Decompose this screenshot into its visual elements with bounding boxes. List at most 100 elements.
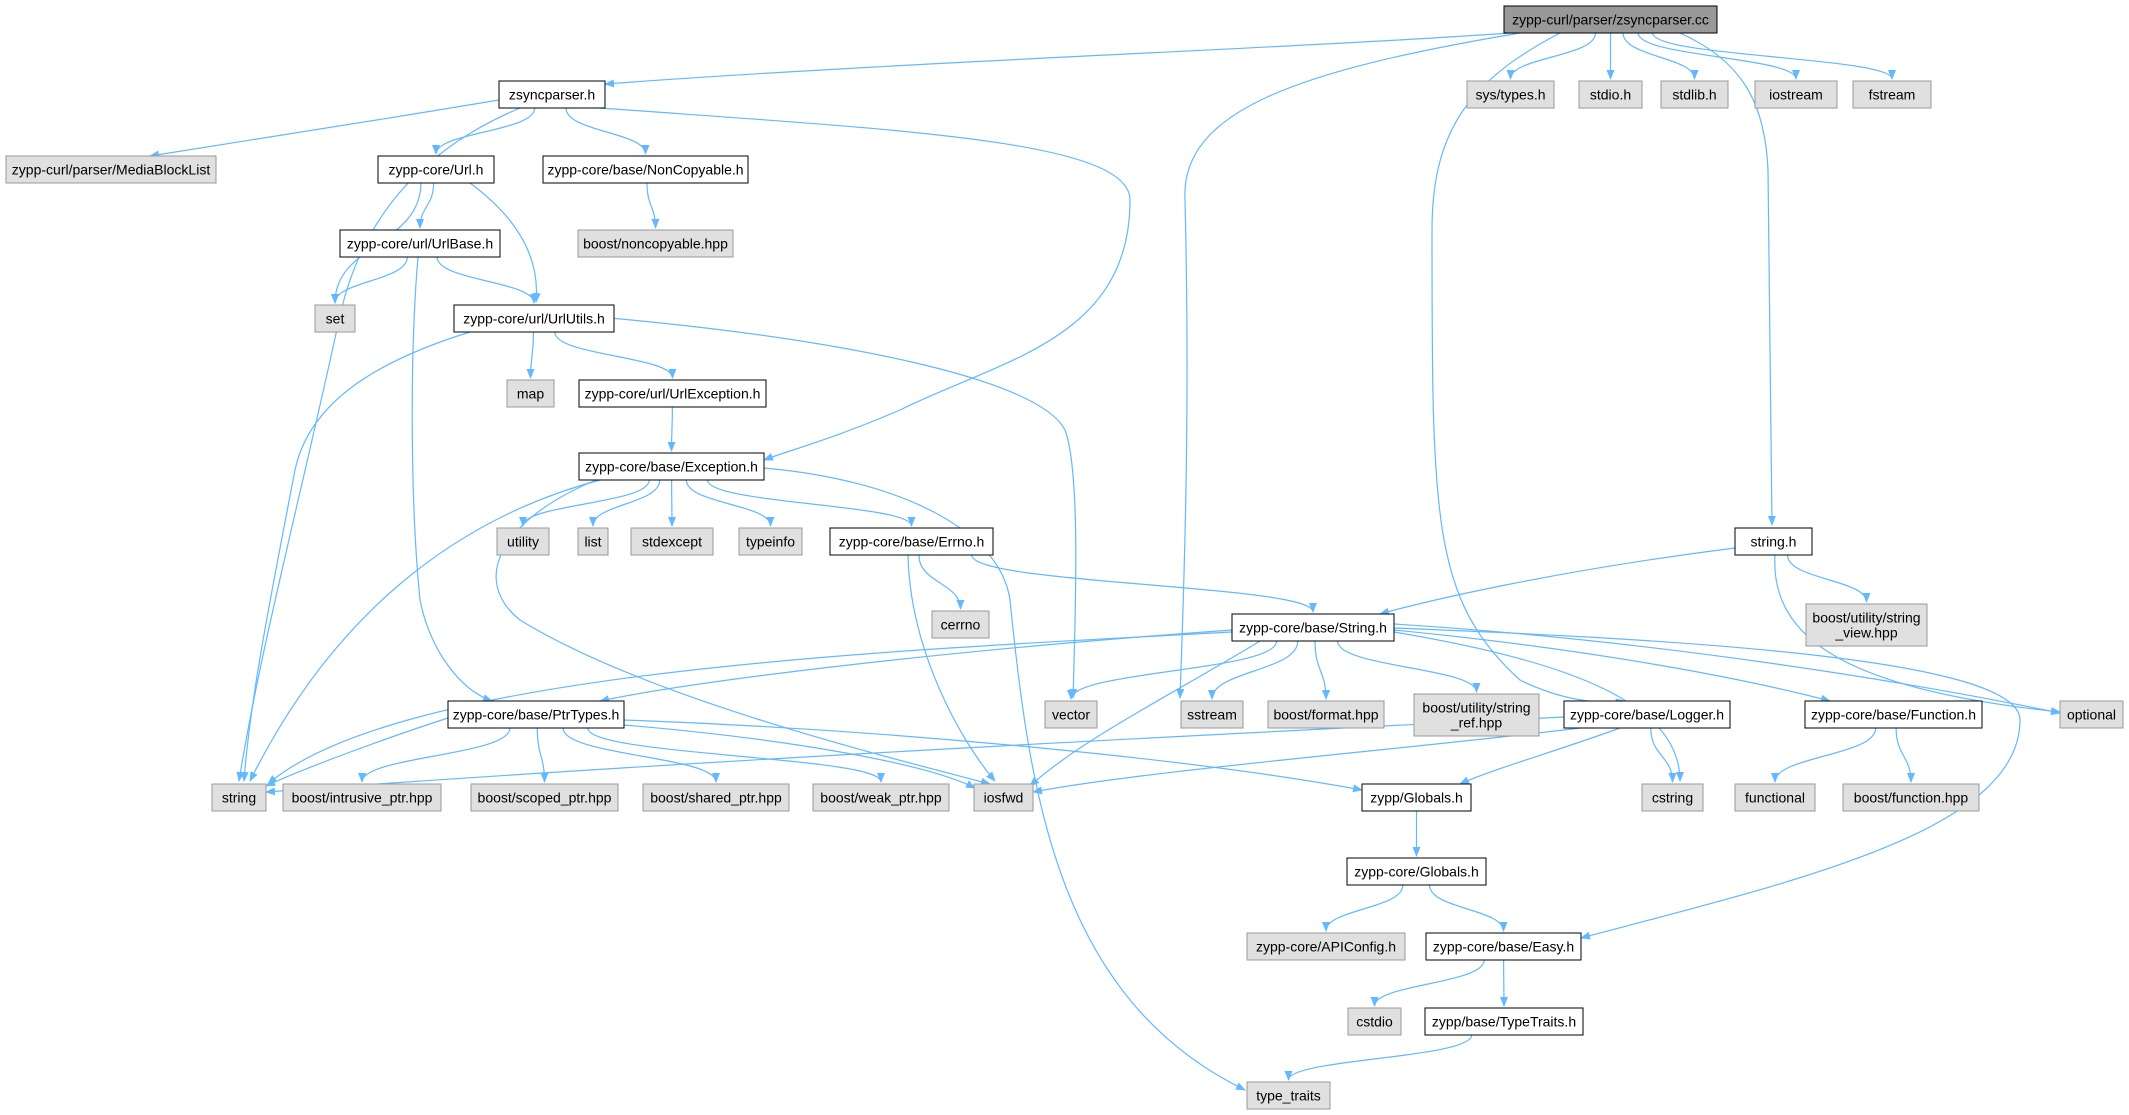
node-box (630, 527, 714, 556)
node-label: zypp-core/base/Errno.h (839, 534, 985, 550)
node-label: fstream (1869, 87, 1916, 103)
node-label: zypp-core/base/PtrTypes.h (453, 707, 620, 723)
node-iostream: iostream (1754, 80, 1838, 109)
edge-exception_h-to-utility (519, 479, 650, 527)
edge-exception_h-to-string (249, 479, 601, 782)
node-boost-string-ref: boost/utility/string_ref.hpp (1413, 693, 1540, 737)
node-label: stdio.h (1590, 87, 1631, 103)
node-sstream: sstream (1180, 700, 1244, 729)
nodes-layer: zypp-curl/parser/zsyncparser.cc zsyncpars… (5, 5, 2124, 1110)
node-label: zypp-core/base/Logger.h (1570, 707, 1724, 723)
node-box (1852, 80, 1932, 109)
node-label: zypp-core/url/UrlException.h (585, 386, 761, 402)
edge-zsyncparser_cc-to-sys_types_h (1506, 32, 1597, 80)
node-stdio-h: stdio.h (1578, 80, 1643, 109)
node-box (1346, 857, 1487, 886)
edge-zsyncparser_cc-to-iostream (1637, 32, 1800, 80)
node-zsyncparser-h[interactable]: zsyncparser.h (498, 80, 606, 109)
edge-urlutils_h-to-string (240, 331, 471, 782)
node-box (447, 700, 625, 729)
edge-exception_h-to-type_traits (763, 467, 1246, 1091)
node-box (542, 155, 749, 184)
edge-zsyncparser_cc-to-vector (1176, 32, 1521, 699)
edge-logger_h-to-string (265, 716, 1565, 796)
node-box (453, 304, 615, 333)
node-label: boost/shared_ptr.hpp (650, 790, 782, 806)
node-cerrno: cerrno (931, 610, 990, 639)
edge-function_h-to-functional (1771, 727, 1877, 783)
node-box (1503, 5, 1718, 34)
node-label: boost/weak_ptr.hpp (820, 790, 942, 806)
node-box (496, 527, 550, 556)
edge-string_h-to-boost_string_view (1786, 554, 1871, 603)
node-box (1641, 783, 1704, 812)
edge-base_string_h-to-function_h (1393, 629, 1831, 703)
node-box (973, 783, 1034, 812)
node-box (1578, 80, 1643, 109)
node-label: string.h (1751, 534, 1797, 550)
node-label: zypp-core/url/UrlBase.h (347, 236, 493, 252)
node-easy-h[interactable]: zypp-core/base/Easy.h (1425, 932, 1582, 961)
edge-exception_h-to-list (589, 479, 661, 527)
node-label: zypp-core/base/NonCopyable.h (547, 162, 743, 178)
node-box (1734, 527, 1813, 556)
node-label: cstdio (1356, 1014, 1393, 1030)
node-urlexception-h[interactable]: zypp-core/url/UrlException.h (578, 379, 767, 408)
node-label: _view.hpp (1834, 625, 1897, 641)
node-typetraits-h[interactable]: zypp/base/TypeTraits.h (1424, 1007, 1584, 1036)
edge-easy_h-to-cstdio (1370, 959, 1485, 1007)
node-logger-h[interactable]: zypp-core/base/Logger.h (1563, 700, 1731, 729)
node-ptrtypes-h[interactable]: zypp-core/base/PtrTypes.h (447, 700, 625, 729)
edge-core_globals_h-to-apiconfig_h (1322, 884, 1404, 932)
node-zypp-globals-h[interactable]: zypp/Globals.h (1361, 783, 1472, 812)
edge-urlexception_h-to-exception_h (667, 406, 676, 452)
node-zsyncparser-cc[interactable]: zypp-curl/parser/zsyncparser.cc (1503, 5, 1718, 34)
node-exception-h[interactable]: zypp-core/base/Exception.h (578, 452, 765, 481)
node-box (1347, 1007, 1402, 1036)
edge-noncopyable_h-to-boost_noncopyable (646, 182, 660, 229)
edge-urlbase_h-to-set (331, 256, 408, 304)
node-core-globals-h[interactable]: zypp-core/Globals.h (1346, 857, 1487, 886)
node-box (1754, 80, 1838, 109)
node-label: zypp-curl/parser/MediaBlockList (12, 162, 211, 178)
node-box (1246, 932, 1406, 961)
node-base-string-h[interactable]: zypp-core/base/String.h (1231, 613, 1395, 642)
edge-zsyncparser_h-to-noncopyable_h (565, 107, 650, 155)
node-string-h[interactable]: string.h (1734, 527, 1813, 556)
node-box (1842, 783, 1980, 812)
edge-base_string_h-to-boost_format (1314, 640, 1330, 700)
node-box (812, 783, 950, 812)
node-errno-h[interactable]: zypp-core/base/Errno.h (829, 527, 994, 556)
node-label: zypp-core/url/UrlUtils.h (463, 311, 605, 327)
node-box (314, 304, 356, 333)
edge-urlutils_h-to-urlexception_h (554, 331, 677, 379)
node-url-h[interactable]: zypp-core/Url.h (377, 155, 495, 184)
node-box (1466, 80, 1555, 109)
node-box (377, 155, 495, 184)
edge-zsyncparser_cc-to-logger_h (1431, 32, 1626, 707)
edge-zsyncparser_cc-to-stdlib_h (1622, 32, 1699, 80)
node-stdlib-h: stdlib.h (1660, 80, 1729, 109)
node-box (577, 229, 734, 258)
edge-zsyncparser_h-to-url_h (432, 107, 536, 155)
edge-string_h-to-base_string_h (1379, 547, 1736, 616)
node-box (642, 783, 790, 812)
node-box (1425, 932, 1582, 961)
node-box (1804, 700, 1983, 729)
node-urlutils-h[interactable]: zypp-core/url/UrlUtils.h (453, 304, 615, 333)
node-boost-scoped: boost/scoped_ptr.hpp (470, 783, 619, 812)
node-box (1044, 700, 1098, 729)
edge-ptrtypes_h-to-iosfwd (623, 724, 976, 789)
node-iosfwd: iosfwd (973, 783, 1034, 812)
node-label: stdlib.h (1672, 87, 1716, 103)
node-string: string (211, 783, 267, 812)
edge-urlbase_h-to-ptrtypes_h (411, 256, 493, 702)
edges-layer (149, 32, 2061, 1091)
edge-exception_h-to-errno_h (706, 479, 916, 527)
node-noncopyable-h[interactable]: zypp-core/base/NonCopyable.h (542, 155, 749, 184)
edge-logger_h-to-iosfwd (1032, 727, 1581, 795)
node-urlbase-h[interactable]: zypp-core/url/UrlBase.h (339, 229, 501, 258)
node-box (829, 527, 994, 556)
node-function-h[interactable]: zypp-core/base/Function.h (1804, 700, 1983, 729)
